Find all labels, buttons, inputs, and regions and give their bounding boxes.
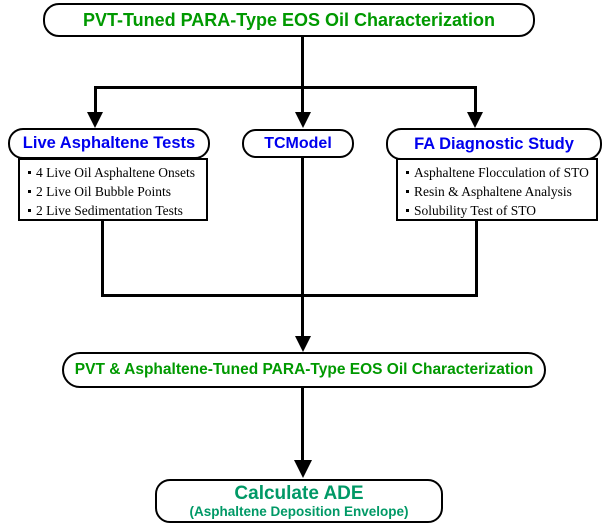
square-bullet-icon <box>28 171 31 174</box>
connector-merge-left <box>101 219 104 297</box>
node-tcmodel: TCModel <box>242 129 354 158</box>
list-item-label: 2 Live Oil Bubble Points <box>36 184 171 199</box>
connector-to-result-stem <box>301 388 304 462</box>
arrow-down-icon <box>295 336 311 352</box>
connector-branch-middle-stem <box>301 86 304 113</box>
arrow-down-icon <box>467 112 483 128</box>
list-item-label: Resin & Asphaltene Analysis <box>414 184 572 199</box>
node-calculate-ade: Calculate ADE (Asphaltene Deposition Env… <box>155 479 443 523</box>
arrow-down-icon <box>294 460 312 478</box>
connector-branch-rail <box>94 86 477 89</box>
square-bullet-icon <box>28 190 31 193</box>
list-item-label: 4 Live Oil Asphaltene Onsets <box>36 165 195 180</box>
node-fa-diagnostic-study-label: FA Diagnostic Study <box>414 134 574 153</box>
list-item: Solubility Test of STO <box>404 201 596 220</box>
square-bullet-icon <box>406 171 409 174</box>
arrow-down-icon <box>87 112 103 128</box>
node-pvt-asphaltene-tuned-eos: PVT & Asphaltene-Tuned PARA-Type EOS Oil… <box>62 352 546 388</box>
square-bullet-icon <box>406 209 409 212</box>
square-bullet-icon <box>28 209 31 212</box>
node-fa-diagnostic-study: FA Diagnostic Study <box>386 128 602 160</box>
connector-branch-left-stem <box>94 86 97 113</box>
node-tcmodel-label: TCModel <box>264 134 332 152</box>
list-item: 2 Live Oil Bubble Points <box>26 182 206 201</box>
connector-branch-right-stem <box>474 86 477 113</box>
list-fa-diagnostic-study: Asphaltene Flocculation of STO Resin & A… <box>396 158 598 221</box>
connector-root-vertical <box>301 37 304 89</box>
connector-merge-middle <box>301 156 304 297</box>
connector-merge-rail <box>101 294 478 297</box>
list-item-label: Solubility Test of STO <box>414 203 536 218</box>
list-live-asphaltene-tests: 4 Live Oil Asphaltene Onsets 2 Live Oil … <box>18 158 208 221</box>
connector-merge-right <box>475 219 478 297</box>
node-calculate-ade-label: Calculate ADE <box>234 483 364 504</box>
node-root-pvt-tuned-eos: PVT-Tuned PARA-Type EOS Oil Characteriza… <box>43 3 535 37</box>
node-root-label: PVT-Tuned PARA-Type EOS Oil Characteriza… <box>82 9 496 30</box>
list-item-label: Asphaltene Flocculation of STO <box>414 165 589 180</box>
node-live-asphaltene-tests: Live Asphaltene Tests <box>8 128 210 159</box>
node-live-asphaltene-tests-label: Live Asphaltene Tests <box>22 134 196 152</box>
list-item: 2 Live Sedimentation Tests <box>26 201 206 220</box>
list-item: 4 Live Oil Asphaltene Onsets <box>26 163 206 182</box>
list-item-label: 2 Live Sedimentation Tests <box>36 203 183 218</box>
node-calculate-ade-sublabel: (Asphaltene Deposition Envelope) <box>189 504 409 519</box>
list-item: Asphaltene Flocculation of STO <box>404 163 596 182</box>
node-merge-label: PVT & Asphaltene-Tuned PARA-Type EOS Oil… <box>74 361 534 378</box>
arrow-down-icon <box>295 112 311 128</box>
connector-to-merge-stem <box>301 294 304 337</box>
square-bullet-icon <box>406 190 409 193</box>
list-item: Resin & Asphaltene Analysis <box>404 182 596 201</box>
